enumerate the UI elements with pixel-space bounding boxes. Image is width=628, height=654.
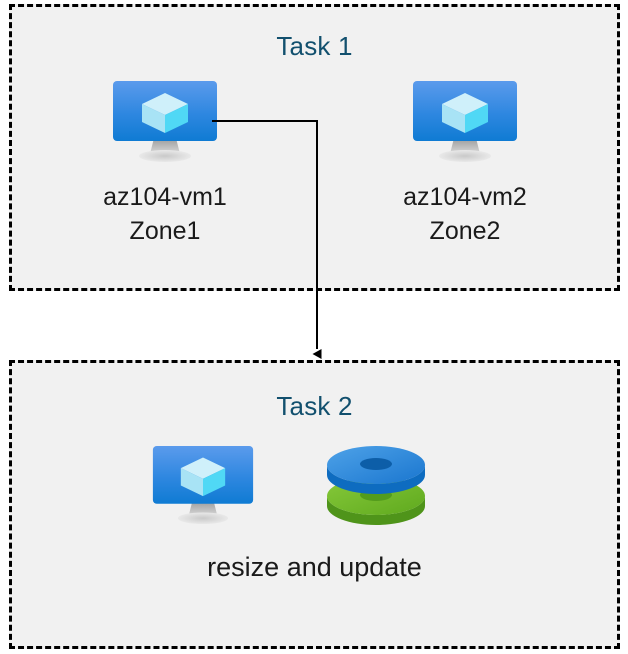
node-az104-vm1[interactable]: az104-vm1 Zone1	[55, 78, 275, 248]
managed-disks-icon[interactable]	[325, 444, 427, 528]
node-az104-vm2[interactable]: az104-vm2 Zone2	[355, 78, 575, 248]
task2-container: Task 2	[9, 360, 620, 649]
node-label-vm1: az104-vm1 Zone1	[55, 180, 275, 248]
node-label-vm2: az104-vm2 Zone2	[355, 180, 575, 248]
virtual-machine-icon	[113, 81, 217, 162]
vm1-name: az104-vm1	[103, 183, 227, 211]
task1-title: Task 1	[276, 31, 353, 61]
task2-caption: resize and update	[207, 552, 422, 582]
vm1-zone: Zone1	[129, 217, 201, 245]
virtual-machine-icon[interactable]	[150, 443, 256, 528]
vm2-name: az104-vm2	[403, 183, 527, 211]
virtual-machine-icon	[413, 81, 517, 162]
vm2-zone: Zone2	[429, 217, 501, 245]
task2-icon-row	[120, 440, 500, 530]
task2-title: Task 2	[276, 391, 353, 421]
